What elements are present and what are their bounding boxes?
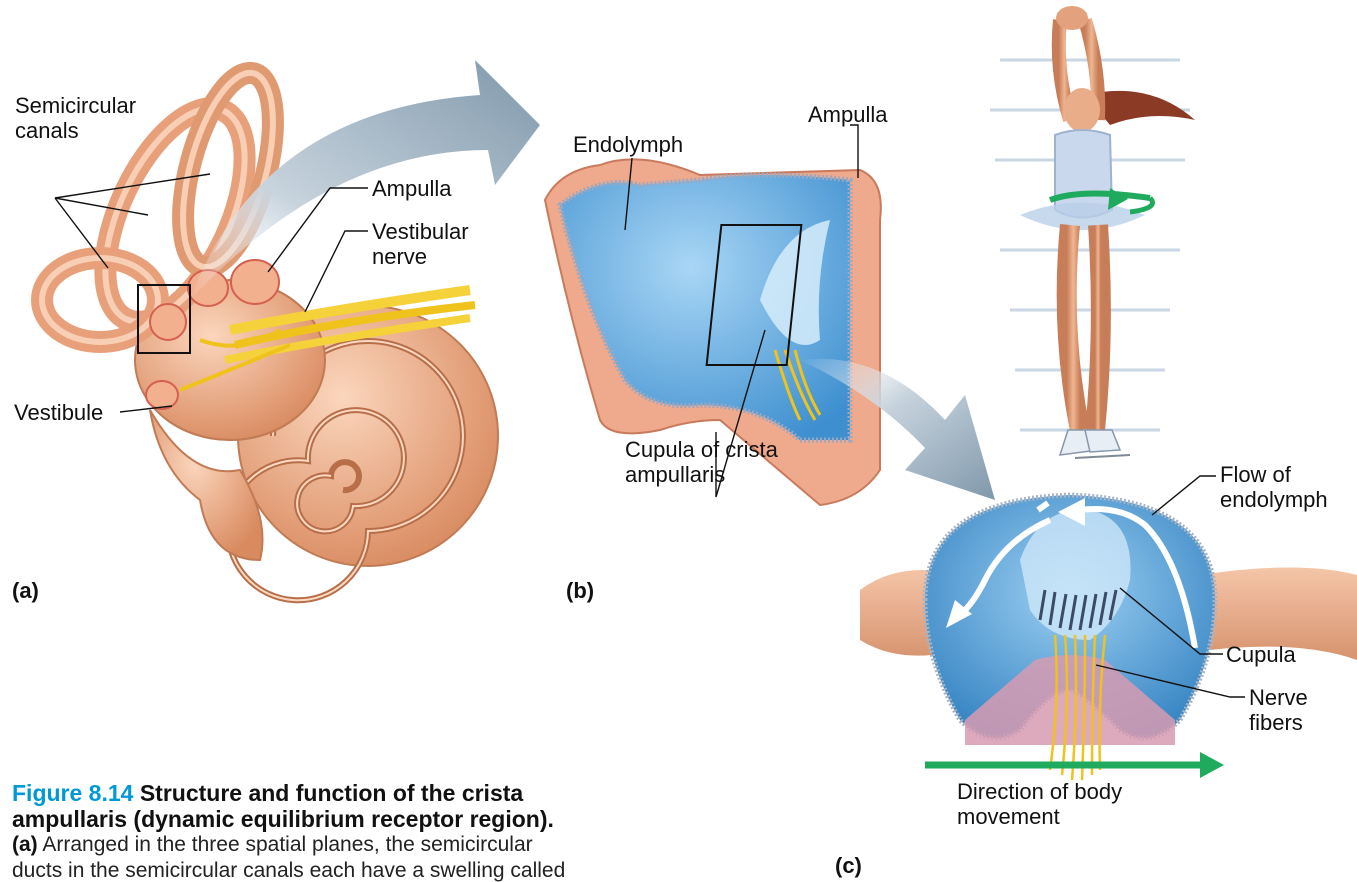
label-flow-of-endolymph-line1: Flow of — [1220, 462, 1328, 487]
label-direction-line2: movement — [957, 804, 1122, 829]
label-vestibule: Vestibule — [14, 400, 103, 425]
label-vestibular-nerve: Vestibular nerve — [372, 219, 469, 269]
caption-title-line2: ampullaris (dynamic equilibrium receptor… — [12, 806, 912, 832]
label-cupula-of-crista: Cupula of crista ampullaris — [625, 437, 778, 487]
caption-title-line1: Figure 8.14 Structure and function of th… — [12, 780, 912, 806]
caption-title-text-1: Structure and function of the crista — [140, 780, 523, 806]
label-flow-of-endolymph-line2: endolymph — [1220, 487, 1328, 512]
caption-figure-number: Figure 8.14 — [12, 780, 133, 806]
label-nerve-fibers-line2: fibers — [1249, 710, 1308, 735]
panel-tag-a: (a) — [12, 578, 39, 604]
caption-body-text-1: Arranged in the three spatial planes, th… — [42, 833, 532, 856]
caption-body-line2: ducts in the semicircular canals each ha… — [12, 858, 912, 882]
panel-tag-b: (b) — [566, 578, 594, 604]
figure-caption: Figure 8.14 Structure and function of th… — [12, 780, 912, 882]
label-cupula-of-crista-line1: Cupula of crista — [625, 437, 778, 462]
label-vestibular-nerve-line2: nerve — [372, 244, 469, 269]
label-ampulla-a: Ampulla — [372, 176, 451, 201]
label-ampulla-b: Ampulla — [808, 102, 887, 127]
label-nerve-fibers-line1: Nerve — [1249, 685, 1308, 710]
label-flow-of-endolymph: Flow of endolymph — [1220, 462, 1328, 512]
label-cupula: Cupula — [1226, 642, 1296, 667]
caption-body-tag: (a) — [12, 833, 38, 856]
label-endolymph: Endolymph — [573, 132, 683, 157]
label-direction-of-body-movement: Direction of body movement — [957, 779, 1122, 829]
caption-body-line1: (a) Arranged in the three spatial planes… — [12, 832, 912, 858]
crista-closeup-drawing — [860, 495, 1357, 780]
label-semicircular-canals: Semicircular canals — [15, 93, 136, 143]
spinning-skater-figure — [990, 6, 1195, 458]
label-semicircular-canals-line1: Semicircular — [15, 93, 136, 118]
label-cupula-of-crista-line2: ampullaris — [625, 462, 778, 487]
label-semicircular-canals-line2: canals — [15, 118, 136, 143]
label-nerve-fibers: Nerve fibers — [1249, 685, 1308, 735]
label-direction-line1: Direction of body — [957, 779, 1122, 804]
label-vestibular-nerve-line1: Vestibular — [372, 219, 469, 244]
